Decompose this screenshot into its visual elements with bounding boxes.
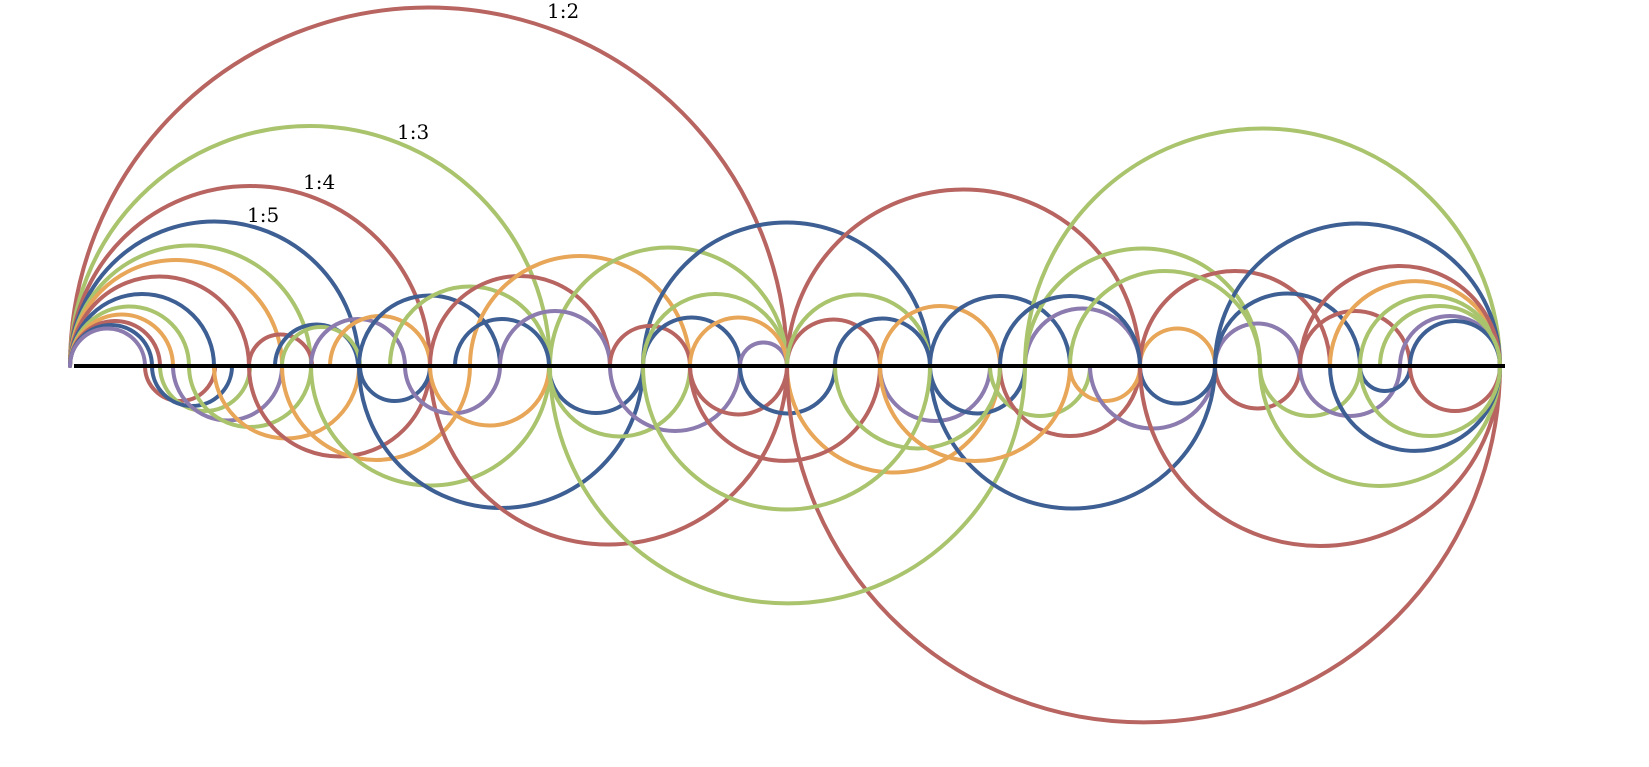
arc-green-21 <box>309 364 552 488</box>
arc-orange-63 <box>1068 364 1142 403</box>
arc-red-13 <box>143 364 217 403</box>
label-ratio-1-2: 1:2 <box>547 0 579 23</box>
arc-layer <box>68 5 1502 725</box>
arc-green-90 <box>1378 304 1502 368</box>
arc-green-86 <box>1358 364 1502 438</box>
arc-green-62 <box>1023 246 1262 368</box>
arc-purple-48 <box>738 340 789 368</box>
ratio-labels: 1:2 1:3 1:4 1:5 <box>247 0 579 227</box>
label-ratio-1-3: 1:3 <box>397 120 429 144</box>
arc-red-60 <box>998 364 1142 438</box>
arc-green-93 <box>833 364 1002 451</box>
arc-green-4 <box>68 243 313 368</box>
arc-orange-49 <box>688 315 789 368</box>
arc-red-0 <box>68 5 789 368</box>
arc-green-59 <box>988 364 1092 418</box>
arc-green-14 <box>158 364 252 413</box>
arc-blue-56 <box>928 364 1027 416</box>
arc-blue-54 <box>833 316 932 368</box>
arc-green-81 <box>548 364 1027 606</box>
arc-blue-36 <box>358 364 432 403</box>
arc-purple-46 <box>608 364 742 433</box>
arc-red-80 <box>785 364 1502 725</box>
arc-green-87 <box>1023 126 1502 368</box>
arc-orange-57 <box>878 304 1002 368</box>
arc-purple-12 <box>68 326 147 368</box>
label-ratio-1-4: 1:4 <box>303 170 335 194</box>
arc-red-83 <box>1138 364 1502 548</box>
arc-red-23 <box>428 364 789 547</box>
arc-green-52 <box>785 292 932 368</box>
arc-blue-67 <box>1138 364 1217 406</box>
arc-orange-94 <box>878 364 1072 463</box>
arc-green-96 <box>1068 269 1262 368</box>
arc-orange-65 <box>1138 326 1217 368</box>
arc-blue-58 <box>928 294 1072 368</box>
arc-blue-3 <box>68 219 361 368</box>
arc-red-47 <box>688 364 789 417</box>
arc-red-2 <box>68 184 432 368</box>
arc-green-42 <box>547 364 692 439</box>
arc-orange-5 <box>68 258 284 368</box>
arc-orange-32 <box>468 254 692 368</box>
arc-blue-69 <box>1213 291 1362 368</box>
arc-blue-75 <box>1358 364 1412 393</box>
arc-blue-82 <box>928 364 1217 511</box>
arc-blue-50 <box>738 364 837 416</box>
arc-purple-16 <box>171 364 284 423</box>
arc-red-6 <box>68 274 251 368</box>
arc-red-92 <box>688 364 882 463</box>
arc-blue-95 <box>998 294 1142 368</box>
arc-red-35 <box>785 187 1142 368</box>
arc-green-71 <box>1258 364 1362 418</box>
arc-green-91 <box>641 364 932 512</box>
arc-green-84 <box>1258 364 1502 488</box>
arc-orange-38 <box>428 364 551 428</box>
label-ratio-1-5: 1:5 <box>247 203 279 227</box>
arc-green-1 <box>68 124 552 368</box>
arc-blue-34 <box>641 220 932 368</box>
arc-purple-55 <box>878 364 992 423</box>
arc-green-45 <box>641 292 789 368</box>
arc-orange-20 <box>280 364 472 462</box>
arc-red-70 <box>1213 364 1302 411</box>
arc-red-89 <box>1298 264 1502 368</box>
arc-purple-40 <box>498 309 612 368</box>
arc-orange-18 <box>212 364 361 441</box>
arc-green-26 <box>280 325 362 368</box>
arc-red-19 <box>247 364 432 459</box>
arc-red-24 <box>247 332 314 368</box>
arc-blue-22 <box>357 364 645 510</box>
arc-red-43 <box>608 324 692 368</box>
arc-green-30 <box>388 284 551 368</box>
arc-blue-39 <box>453 317 551 368</box>
